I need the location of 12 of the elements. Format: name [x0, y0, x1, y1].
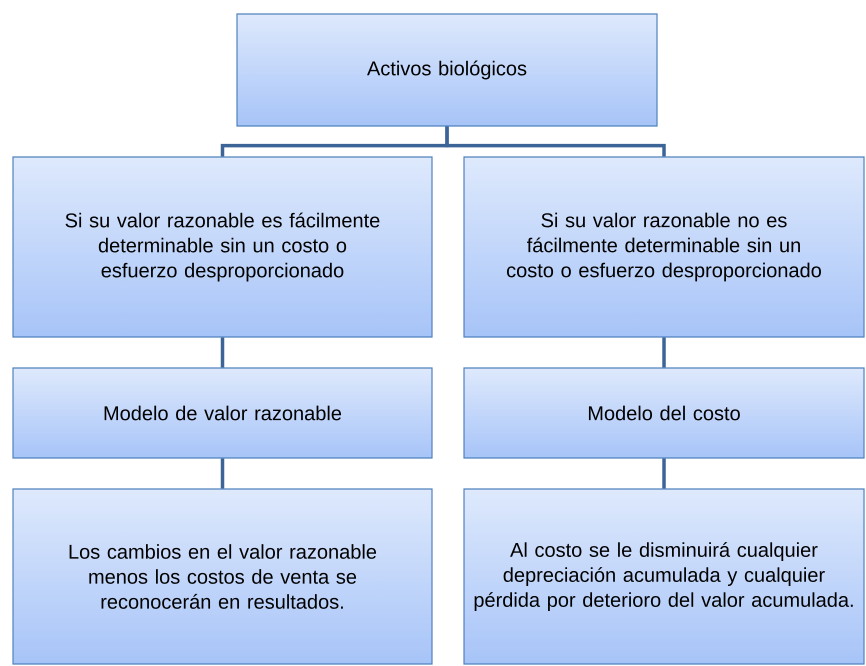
connector [220, 338, 224, 368]
condition-box: Si su valor razonable no es fácilmente determinable sin un costo o esfuerzo desproporcionado [463, 156, 865, 338]
condition-box: Si su valor razonable es fácilmente determinable sin un costo o esfuerzo desproporcionado [12, 156, 433, 338]
connector [220, 458, 224, 488]
description-box: Los cambios en el valor razonable menos los costos de venta se reconocerán en resultados. [12, 488, 433, 665]
connector [662, 338, 666, 368]
connector [445, 126, 666, 156]
description-box: Al costo se le disminuirá cualquier depreciación acumulada y cualquier pérdida por deterioro del valor acumulada. [463, 488, 865, 665]
title-box: Activos biológicos [236, 13, 658, 127]
model-box: Modelo de valor razonable [12, 367, 433, 459]
connector [662, 458, 666, 488]
model-box: Modelo del costo [463, 367, 865, 459]
